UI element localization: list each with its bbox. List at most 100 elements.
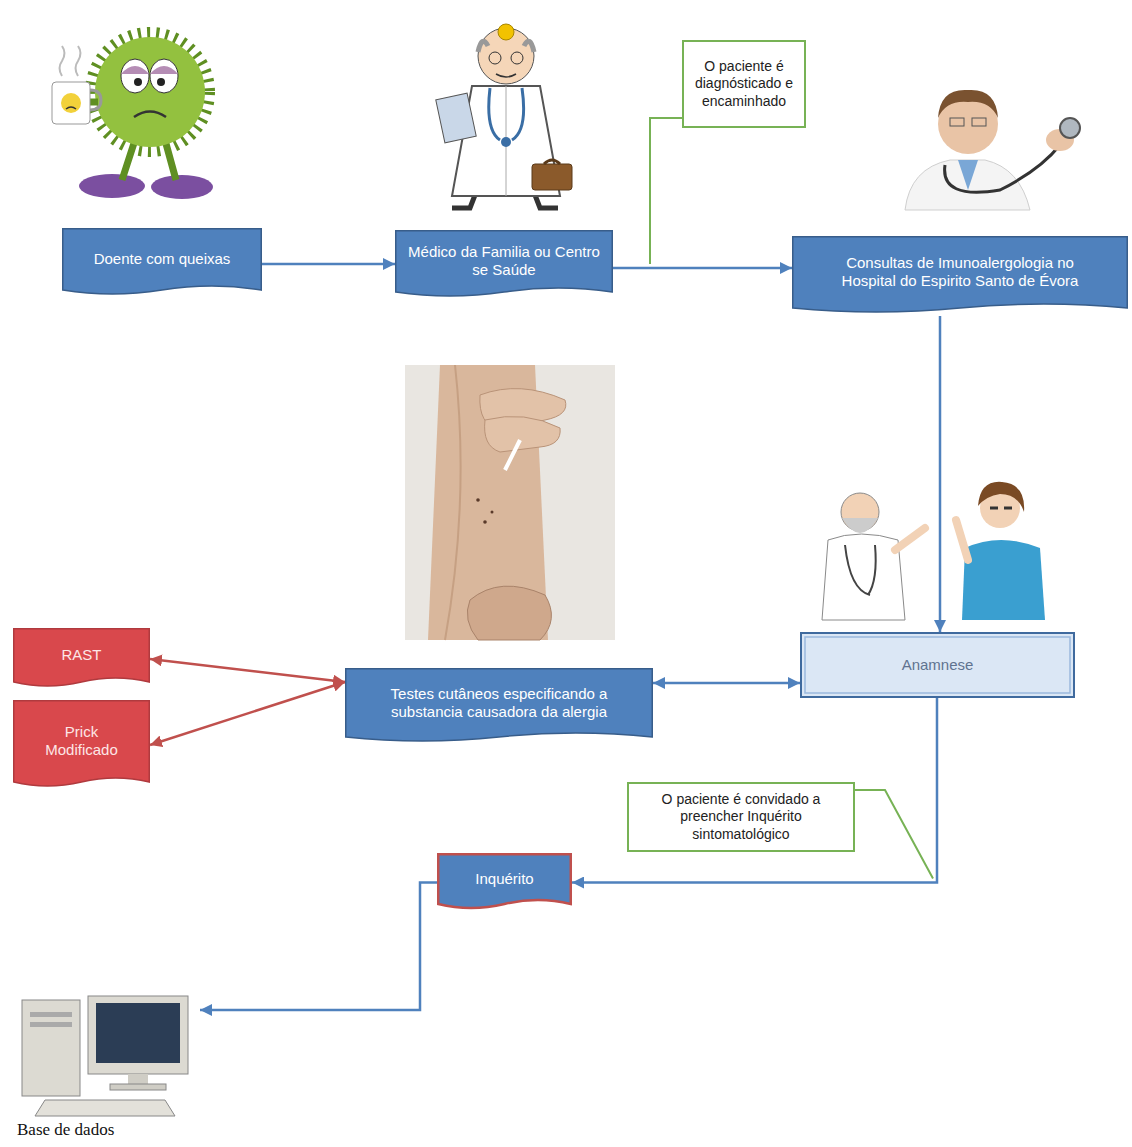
- box-outline: [801, 633, 1074, 697]
- document-shape: [396, 231, 613, 296]
- doctor-cartoon-part: [532, 164, 572, 190]
- doctor-box: Médico da Familia ou Centro se Saúde: [395, 230, 613, 300]
- doctor-cartoon-part: [496, 74, 516, 77]
- node-text: RAST: [13, 640, 150, 678]
- leader-line: [855, 790, 933, 879]
- doctor-cartoon-part: [489, 88, 524, 140]
- document-shape: [63, 229, 262, 294]
- anamnesis-box: Anamnese: [800, 632, 1075, 698]
- consultation-cartoon: [822, 482, 1045, 620]
- leader-line: [650, 118, 682, 264]
- doctor-cartoon-part: [501, 137, 511, 147]
- skin-test-photo-part: [485, 416, 561, 452]
- box-inner-outline: [805, 637, 1070, 693]
- document-shape: [14, 629, 150, 686]
- flow-arrow: [613, 267, 792, 270]
- node-label: Doente com queixas: [74, 250, 250, 268]
- flow-arrow: [653, 682, 800, 685]
- computer-icon-part: [35, 1100, 175, 1116]
- test-box: RAST: [13, 628, 150, 690]
- node-text: Anamnese: [800, 648, 1075, 682]
- germ-cartoon-part: [151, 175, 213, 199]
- document-shape: [14, 701, 150, 786]
- node-label: Base de dados: [17, 1120, 198, 1140]
- germ-cartoon-part: [61, 93, 81, 113]
- skin-test-box: Testes cutâneos especificando a substanc…: [345, 668, 653, 745]
- germ-cartoon-part: [150, 66, 178, 74]
- consultation-cartoon-part: [990, 507, 1012, 510]
- doctor-photo-part: [958, 160, 978, 190]
- computer-icon-part: [22, 1000, 80, 1096]
- survey-box: Inquérito: [437, 853, 572, 912]
- callout-note: O paciente é diagnósticado e encaminhado: [682, 40, 806, 128]
- consultation-box: Consultas de Imunoalergologia no Hospita…: [792, 236, 1128, 316]
- node-label: Inquérito: [447, 870, 562, 888]
- consultation-cartoon-part: [956, 520, 968, 560]
- germ-cartoon-part: [121, 59, 149, 93]
- skin-test-photo-part: [445, 365, 461, 640]
- document-shape: [346, 669, 653, 741]
- doctor-cartoon-part: [498, 24, 514, 40]
- computer-icon-part: [30, 1012, 72, 1017]
- doctor-photo: [905, 90, 1080, 210]
- skin-test-photo-part: [476, 498, 480, 502]
- doctor-cartoon-part: [544, 160, 560, 164]
- consultation-cartoon-part: [978, 482, 1024, 512]
- computer-icon-part: [96, 1003, 180, 1063]
- document-shape: [438, 854, 571, 908]
- flow-arrow: [262, 263, 395, 266]
- germ-cartoon-part: [134, 78, 142, 86]
- doctor-photo-part: [938, 90, 998, 118]
- computer-icon-part: [110, 1084, 166, 1090]
- germ-cartoon-part: [66, 107, 76, 109]
- consultation-cartoon-part: [845, 545, 876, 595]
- consultation-cartoon-part: [962, 540, 1045, 620]
- patient-box: Doente com queixas: [62, 228, 262, 298]
- computer-icon-part: [128, 1074, 148, 1084]
- computer-icon-part: [88, 996, 188, 1074]
- flow-arrow: [150, 682, 345, 745]
- callout-note: O paciente é convidado a preencher Inqué…: [627, 782, 855, 852]
- node-text: Inquérito: [437, 864, 572, 902]
- doctor-cartoon-part: [436, 93, 476, 143]
- node-text: Doente com queixas: [62, 242, 262, 284]
- germ-cartoon-part: [52, 82, 90, 124]
- skin-test-photo-part: [491, 511, 494, 514]
- germ-cartoon-part: [121, 66, 149, 74]
- node-shape: [15, 992, 200, 1142]
- doctor-photo-part: [945, 145, 1060, 192]
- consultation-cartoon-part: [895, 528, 925, 550]
- germ-cartoon-part: [134, 112, 166, 118]
- doctor-cartoon-part: [489, 52, 501, 64]
- node-text: Base de dados: [15, 1120, 200, 1142]
- germ-cartoon-part: [60, 46, 81, 76]
- node-label: RAST: [25, 646, 138, 664]
- germ-cartoon-part: [79, 174, 145, 198]
- skin-test-photo: [405, 365, 615, 640]
- node-label: Prick Modificado: [27, 723, 136, 759]
- database-node: Base de dados: [15, 992, 200, 1142]
- germ-cartoon-part: [95, 37, 205, 147]
- germ-cartoon: [52, 34, 213, 199]
- skin-test-photo-part: [483, 520, 487, 524]
- doctor-cartoon: [436, 24, 572, 208]
- doctor-photo-part: [972, 118, 986, 126]
- germ-cartoon-part: [90, 90, 101, 110]
- node-text: Prick Modificado: [13, 717, 150, 773]
- doctor-cartoon-part: [511, 52, 523, 64]
- flow-arrow: [200, 883, 437, 1011]
- node-label: Testes cutâneos especificando a substanc…: [365, 685, 633, 721]
- doctor-photo-part: [1060, 118, 1080, 138]
- node-label: Anamnese: [812, 656, 1063, 674]
- skin-test-photo-part: [505, 440, 520, 470]
- germ-cartoon-part: [157, 78, 165, 86]
- computer-icon-part: [30, 1022, 72, 1027]
- doctor-cartoon-part: [478, 41, 534, 52]
- germ-cartoon-part: [92, 34, 208, 150]
- skin-test-photo-part: [405, 365, 615, 640]
- germ-cartoon-part: [150, 59, 178, 93]
- doctor-photo-part: [950, 118, 964, 126]
